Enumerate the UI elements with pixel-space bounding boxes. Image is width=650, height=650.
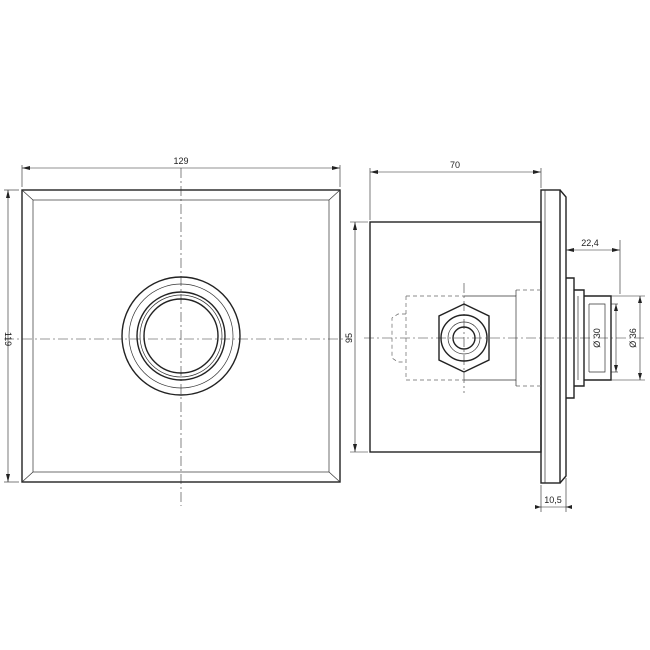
spout-inner — [589, 303, 606, 373]
rosette-outer-ring — [121, 276, 241, 396]
rosette-ring-2 — [128, 283, 234, 389]
connection-ring-outer — [440, 314, 488, 362]
side-view: 70 95 22,4 Ø 30 Ø 36 10,5 — [344, 160, 645, 512]
arrowhead — [353, 222, 357, 230]
cover-plate — [540, 189, 561, 484]
arrowhead — [614, 365, 618, 372]
bevel-corner — [21, 189, 34, 201]
bevel-corner — [21, 471, 34, 483]
arrowhead — [6, 474, 10, 482]
hidden-outlet — [391, 313, 406, 363]
side-depth-label: 70 — [450, 160, 460, 170]
arrowhead — [614, 304, 618, 311]
inner-diameter-label: Ø 30 — [592, 328, 602, 348]
plate-thickness-label: 10,5 — [544, 495, 562, 505]
arrowhead — [612, 248, 620, 252]
spout-flange — [566, 277, 575, 399]
front-width-label: 129 — [173, 156, 188, 166]
spout-length-label: 22,4 — [581, 238, 599, 248]
front-height-label: 119 — [3, 332, 13, 346]
arrowhead — [566, 505, 572, 509]
hex-connection — [438, 303, 490, 373]
arrowhead — [370, 170, 378, 174]
front-view: 129 119 — [3, 156, 352, 506]
arrowhead — [6, 190, 10, 198]
arrowhead — [638, 373, 642, 380]
outer-diameter-label: Ø 36 — [628, 328, 638, 348]
arrowhead — [22, 166, 30, 170]
cover-plate-bevel — [559, 189, 567, 484]
arrowhead — [638, 296, 642, 303]
rosette-inner-ring — [143, 298, 219, 374]
bevel-corner — [328, 189, 341, 201]
arrowhead — [332, 166, 340, 170]
connection-ring-inner — [452, 326, 476, 350]
valve-body — [369, 221, 542, 453]
side-body-height-label: 95 — [344, 333, 354, 343]
connection-ring-mid — [447, 321, 481, 355]
arrowhead — [533, 170, 541, 174]
arrowhead — [535, 505, 541, 509]
cartridge-block — [464, 295, 517, 381]
spout-body — [584, 295, 612, 381]
rosette-ring-3 — [136, 291, 226, 381]
rosette-ring-4 — [139, 294, 223, 378]
spout-collar — [574, 289, 585, 387]
arrowhead — [566, 248, 574, 252]
bevel-corner — [328, 471, 341, 483]
arrowhead — [353, 444, 357, 452]
